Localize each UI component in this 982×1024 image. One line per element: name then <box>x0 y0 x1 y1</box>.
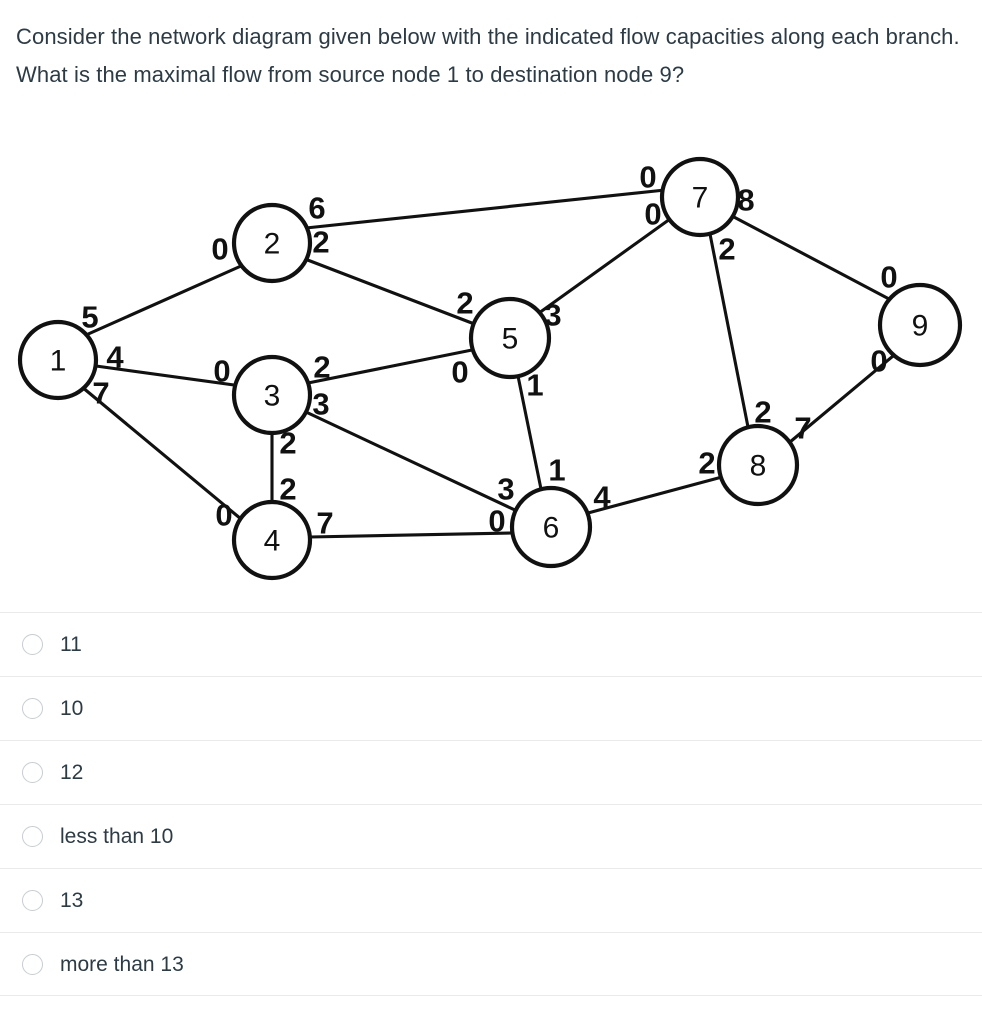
capacity-label-3-4-near-3: 2 <box>279 426 296 461</box>
answer-option-5[interactable]: 13 <box>0 868 982 932</box>
edge-6-8 <box>586 475 724 515</box>
radio-button-2[interactable] <box>22 698 43 719</box>
node-label-8: 8 <box>750 450 767 483</box>
node-label-2: 2 <box>264 228 281 261</box>
capacity-label-4-6-near-4: 7 <box>316 506 333 541</box>
answer-option-1[interactable]: 11 <box>0 612 982 676</box>
capacity-label-6-8-near-6: 4 <box>593 480 611 515</box>
answer-option-4[interactable]: less than 10 <box>0 804 982 868</box>
edge-7-9 <box>730 214 893 302</box>
answer-label-2: 10 <box>60 697 84 720</box>
node-label-5: 5 <box>502 323 519 356</box>
edges-group <box>80 188 895 539</box>
node-label-4: 4 <box>264 525 281 558</box>
capacity-label-5-6-near-6: 1 <box>548 453 565 488</box>
node-2 <box>231 202 313 284</box>
capacity-label-3-6-near-3: 3 <box>312 387 329 422</box>
capacity-label-3-6-near-6: 3 <box>497 472 514 507</box>
answer-label-5: 13 <box>60 889 84 912</box>
edge-8-9 <box>788 354 895 444</box>
edge-1-3 <box>94 364 236 387</box>
capacity-label-1-2-near-2: 0 <box>211 232 228 267</box>
node-6 <box>509 485 593 569</box>
capacity-label-3-4-near-4: 2 <box>279 472 296 507</box>
edge-1-4 <box>80 385 243 521</box>
node-7 <box>659 156 741 238</box>
capacity-label-6-8-near-8: 2 <box>698 446 715 481</box>
edge-3-6 <box>304 410 519 513</box>
capacity-label-7-9-near-9: 0 <box>880 260 897 295</box>
node-label-1: 1 <box>50 345 67 378</box>
capacity-label-8-9-near-8: 7 <box>794 411 811 446</box>
capacity-label-1-4-near-1: 7 <box>92 376 109 411</box>
edge-1-2 <box>84 264 243 337</box>
node-label-6: 6 <box>543 512 560 545</box>
node-1 <box>17 319 99 401</box>
answer-options-list: 11 10 12 less than 10 13 more than 13 <box>0 612 982 996</box>
capacity-label-2-7-near-7: 0 <box>639 160 656 195</box>
edge-5-6 <box>516 374 543 491</box>
answer-option-6[interactable]: more than 13 <box>0 932 982 996</box>
capacity-label-2-5-near-5: 2 <box>456 286 473 321</box>
capacity-label-4-6-near-6: 0 <box>488 504 505 539</box>
capacity-label-1-2-near-1: 5 <box>81 300 98 335</box>
radio-button-5[interactable] <box>22 890 43 911</box>
answer-label-6: more than 13 <box>60 952 184 976</box>
radio-button-3[interactable] <box>22 762 43 783</box>
edge-4-6 <box>308 531 514 539</box>
capacity-label-2-7-near-2: 6 <box>308 191 325 226</box>
node-8 <box>716 423 800 507</box>
radio-button-6[interactable] <box>22 953 43 975</box>
capacity-label-2-5-near-2: 2 <box>312 225 329 260</box>
node-4 <box>231 499 313 581</box>
capacity-label-3-5-near-3: 2 <box>313 350 330 385</box>
node-label-3: 3 <box>264 380 281 413</box>
answer-option-2[interactable]: 10 <box>0 676 982 740</box>
capacity-label-1-3-near-3: 0 <box>213 354 230 389</box>
radio-button-1[interactable] <box>22 634 43 655</box>
capacity-label-7-8-near-8: 2 <box>754 395 771 430</box>
question-stem: Consider the network diagram given below… <box>16 24 960 87</box>
capacity-label-8-9-near-9: 0 <box>870 344 887 379</box>
edge-5-7 <box>537 217 672 315</box>
node-9 <box>877 282 963 368</box>
radio-button-4[interactable] <box>22 826 43 847</box>
answer-option-3[interactable]: 12 <box>0 740 982 804</box>
capacity-label-5-7-near-7: 0 <box>644 197 661 232</box>
capacity-label-3-5-near-5: 0 <box>451 355 468 390</box>
answer-label-4: less than 10 <box>60 825 174 848</box>
answer-label-1: 11 <box>60 633 82 656</box>
answer-label-3: 12 <box>60 761 84 784</box>
node-5 <box>468 296 552 380</box>
node-label-7: 7 <box>692 182 709 215</box>
capacity-label-1-4-near-4: 0 <box>215 498 232 533</box>
node-label-9: 9 <box>912 310 929 343</box>
edge-3-5 <box>306 348 474 385</box>
capacity-label-1-3-near-1: 4 <box>106 340 124 375</box>
capacity-label-5-6-near-5: 1 <box>526 368 543 403</box>
capacity-label-5-7-near-5: 3 <box>544 298 561 333</box>
edge-2-7 <box>304 188 667 230</box>
capacity-label-7-8-near-7: 2 <box>718 232 735 267</box>
capacity-label-7-9-near-7: 8 <box>737 183 754 218</box>
node-3 <box>231 354 313 436</box>
edge-7-8 <box>708 232 750 429</box>
edge-2-5 <box>303 257 479 327</box>
